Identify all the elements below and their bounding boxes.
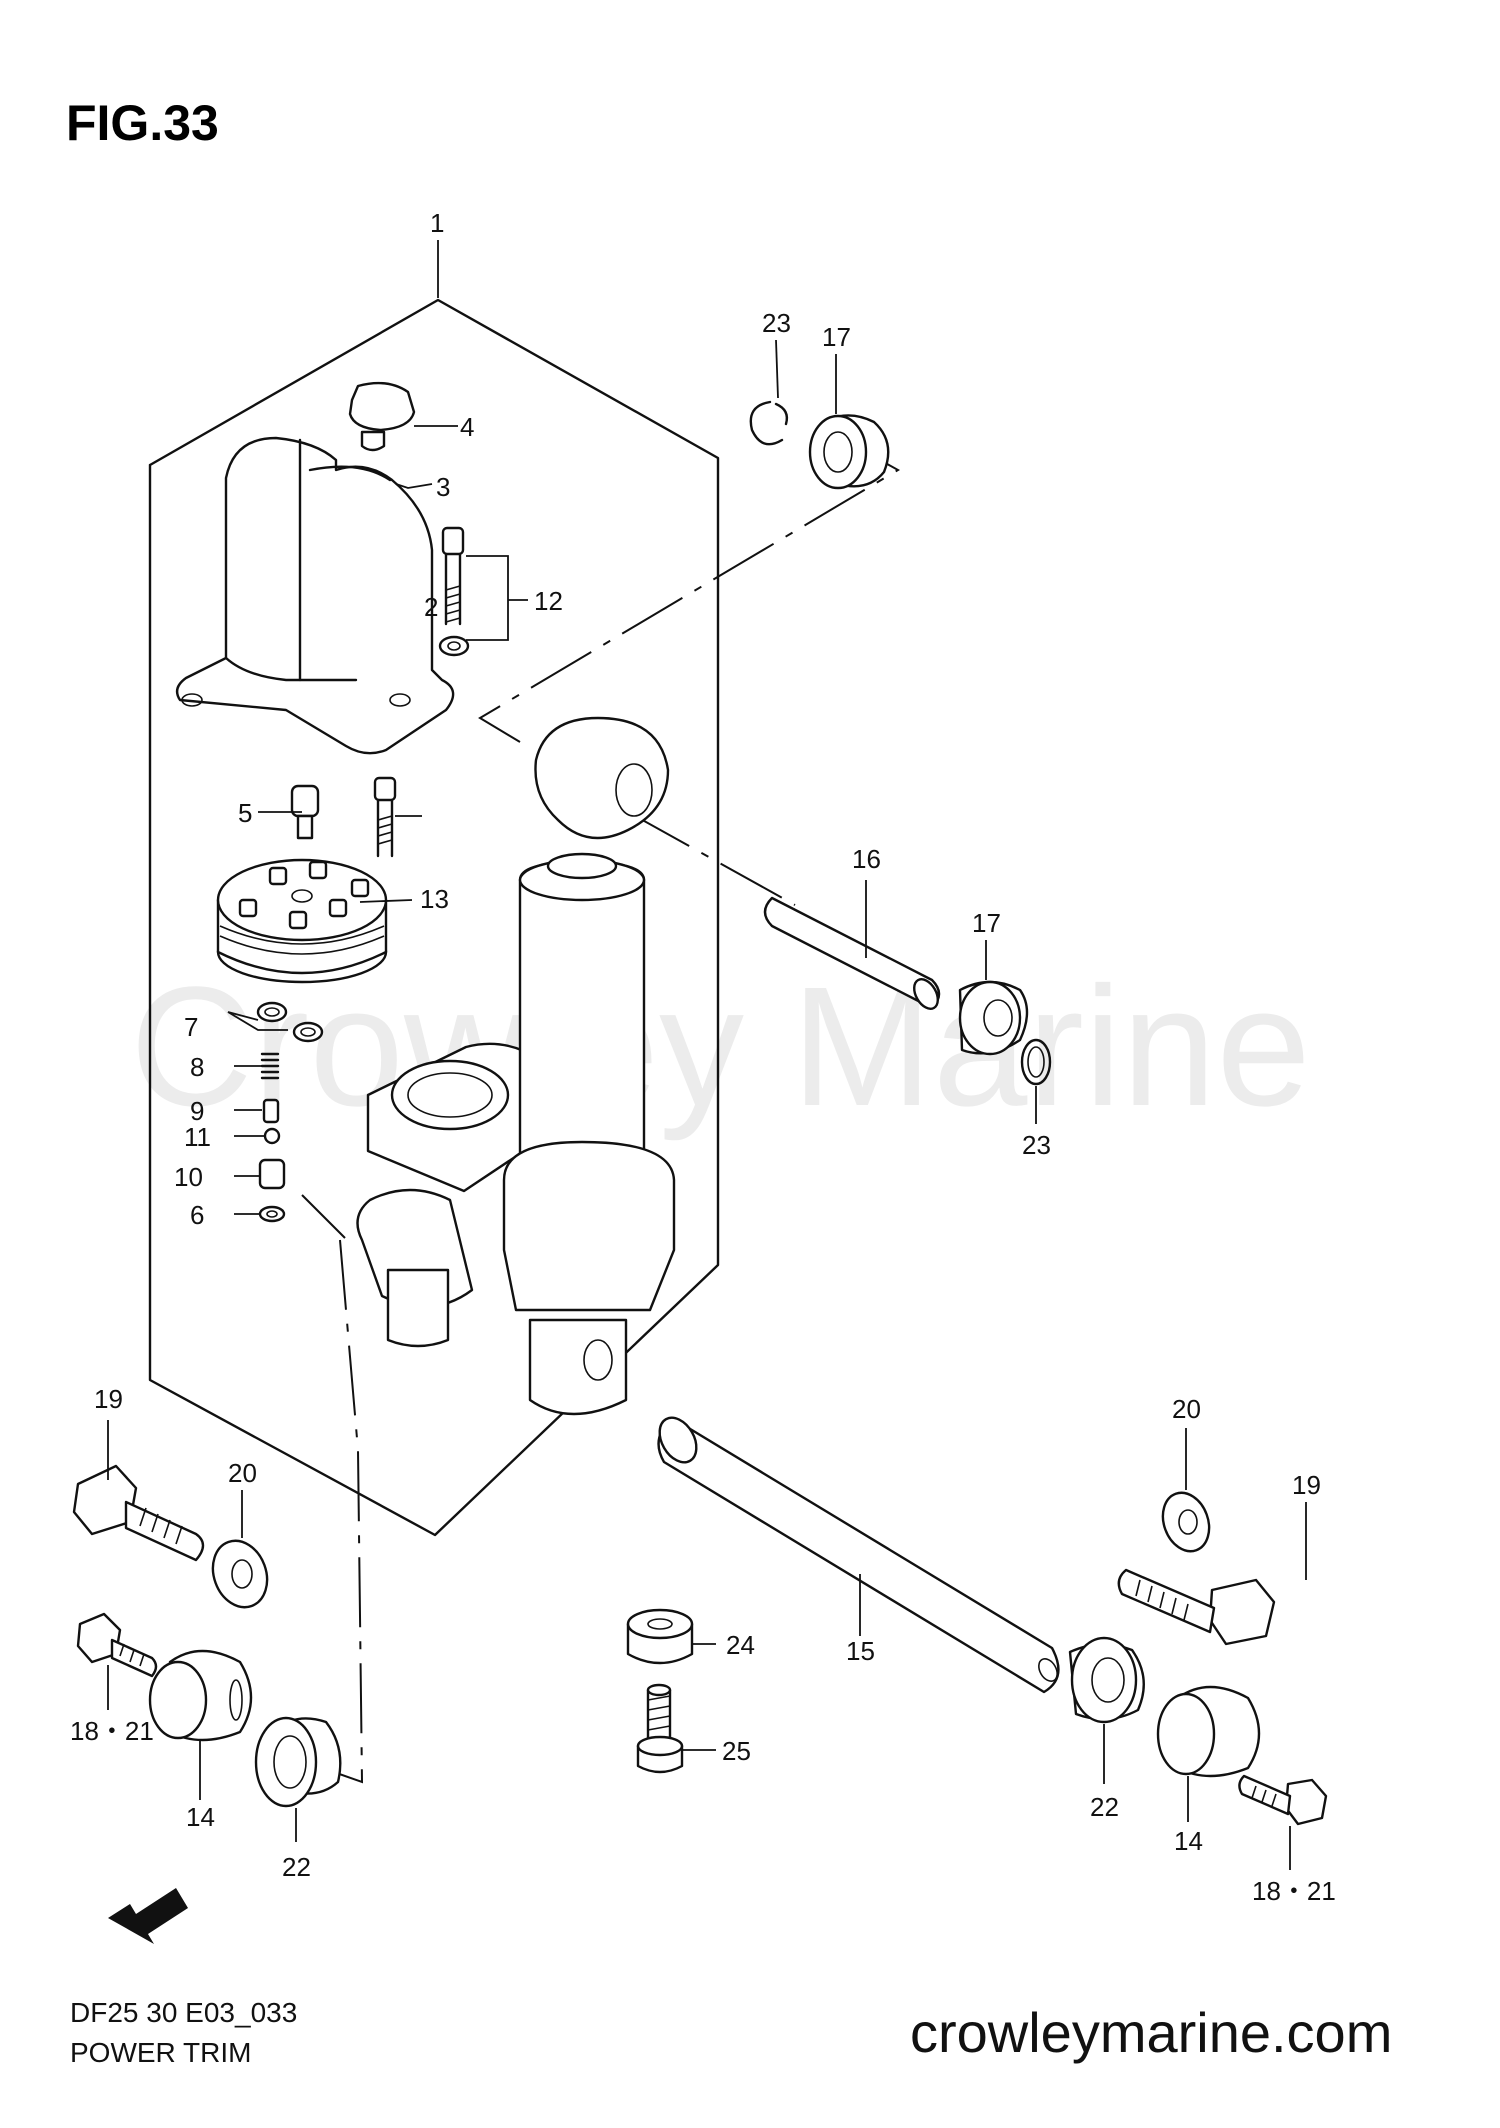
callout-18-21-right: 18・21: [1252, 1876, 1336, 1906]
callout-1: 1: [430, 208, 444, 238]
part-18-21-bolt-right: [1238, 1774, 1328, 1826]
part-3-reservoir: [175, 436, 455, 755]
callout-13: 13: [420, 884, 449, 914]
callout-10: 10: [174, 1162, 203, 1192]
part-15-tube: [657, 1416, 1060, 1694]
callout-6: 6: [190, 1200, 204, 1230]
part-22-bushing-left: [254, 1716, 342, 1808]
figure-title: FIG.33: [66, 95, 219, 151]
callout-20-left: 20: [228, 1458, 257, 1488]
callout-16: 16: [852, 844, 881, 874]
callout-20-right: 20: [1172, 1394, 1201, 1424]
small-valve-parts: [256, 1001, 324, 1223]
fwd-arrow-icon: FWD: [108, 1882, 188, 1944]
model-code: DF25 30 E03_033: [70, 1997, 297, 2028]
part-22-bushing-right: [1068, 1636, 1145, 1724]
callout-17-mid: 17: [972, 908, 1001, 938]
part-18-21-bolt-left: [76, 1612, 158, 1678]
part-25-bolt: [636, 1683, 684, 1774]
callout-14-left: 14: [186, 1802, 215, 1832]
callout-23-mid: 23: [1022, 1130, 1051, 1160]
center-lines: [301, 459, 901, 1784]
part-19-bolt-left: [72, 1464, 205, 1562]
watermark: Crowley Marine: [130, 952, 1311, 1142]
callout-5: 5: [238, 798, 252, 828]
callout-11: 11: [184, 1122, 211, 1152]
trim-cylinder: [356, 716, 676, 1416]
callout-2: 2: [424, 592, 438, 622]
part-12-bolt: [438, 526, 470, 657]
part-19-bolt-right: [1117, 1568, 1276, 1646]
part-17-bushing-top: [808, 414, 890, 490]
callout-19-right: 19: [1292, 1470, 1321, 1500]
callout-12: 12: [534, 586, 563, 616]
callout-14-right: 14: [1174, 1826, 1203, 1856]
callout-8: 8: [190, 1052, 204, 1082]
website-url: crowleymarine.com: [910, 2001, 1392, 2064]
callout-19-left: 19: [94, 1384, 123, 1414]
part-2-bolt: [373, 776, 397, 858]
callout-4: 4: [460, 412, 474, 442]
part-17-bushing-mid: [958, 980, 1029, 1056]
part-20-washer-left: [211, 1539, 269, 1609]
callout-15: 15: [846, 1636, 875, 1666]
callout-22-right: 22: [1090, 1792, 1119, 1822]
part-14-spacer-right: [1156, 1685, 1261, 1778]
leader-lines: [107, 240, 1307, 1870]
assembly-box: [148, 298, 720, 1537]
section-name: POWER TRIM: [70, 2037, 251, 2068]
part-23-circlip-top: [749, 400, 789, 446]
callout-18-21-left: 18・21: [70, 1716, 154, 1746]
part-14-spacer-left: [148, 1649, 253, 1742]
callout-22-left: 22: [282, 1852, 311, 1882]
callout-9: 9: [190, 1096, 204, 1126]
callout-3: 3: [436, 472, 450, 502]
callout-labels: 1 2 3 4 5 6 7 8 9 10 11 12 13 14 14 15 1…: [70, 208, 1336, 1906]
callout-17-top: 17: [822, 322, 851, 352]
part-24-collar: [626, 1608, 694, 1665]
part-5-valve: [290, 784, 320, 840]
part-23-circlip-mid: [1020, 1038, 1052, 1086]
part-16-pin: [763, 896, 941, 1010]
part-13-pump: [216, 858, 388, 984]
callout-25: 25: [722, 1736, 751, 1766]
callout-24: 24: [726, 1630, 755, 1660]
part-4-cap: [348, 381, 416, 452]
callout-7: 7: [184, 1012, 198, 1042]
callout-23-top: 23: [762, 308, 791, 338]
part-20-washer-right: [1161, 1491, 1211, 1553]
